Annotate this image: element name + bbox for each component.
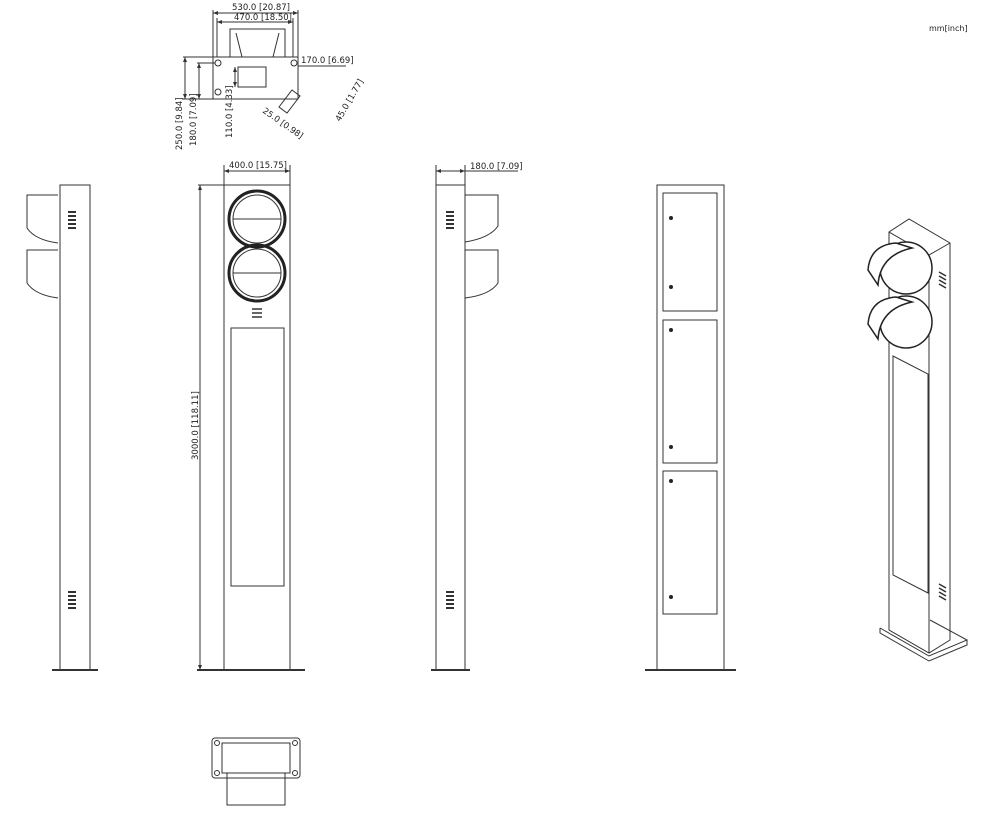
dim-plan-depth-outer: 250.0 [9.84] xyxy=(175,97,185,150)
dim-plan-depth-mid: 180.0 [7.09] xyxy=(189,93,199,146)
dim-plan-angle-w: 25.0 [0.98] xyxy=(260,106,304,141)
dim-side-depth: 180.0 [7.09] xyxy=(470,162,523,172)
plan-view-top: 530.0 [20.87] 470.0 [18.50] 170.0 [6.69]… xyxy=(175,3,366,150)
bottom-view xyxy=(211,737,301,806)
side-view-right: 180.0 [7.09] xyxy=(431,162,523,671)
dim-plan-width-inner: 470.0 [18.50] xyxy=(234,13,292,23)
isometric-view xyxy=(867,218,969,662)
units-label: mm[inch] xyxy=(929,24,968,33)
dim-height: 3000.0 [118.11] xyxy=(191,391,201,460)
dim-front-width: 400.0 [15.75] xyxy=(229,161,287,171)
side-view-left xyxy=(26,184,98,671)
front-view: 400.0 [15.75] 3000.0 [118.11] xyxy=(191,161,305,671)
back-view xyxy=(645,184,736,671)
dim-plan-angle-len: 45.0 [1.77] xyxy=(334,78,366,124)
dim-plan-offset: 170.0 [6.69] xyxy=(301,56,354,66)
dim-plan-width-outer: 530.0 [20.87] xyxy=(232,3,290,13)
dim-plan-depth-inner: 110.0 [4.33] xyxy=(225,85,235,138)
